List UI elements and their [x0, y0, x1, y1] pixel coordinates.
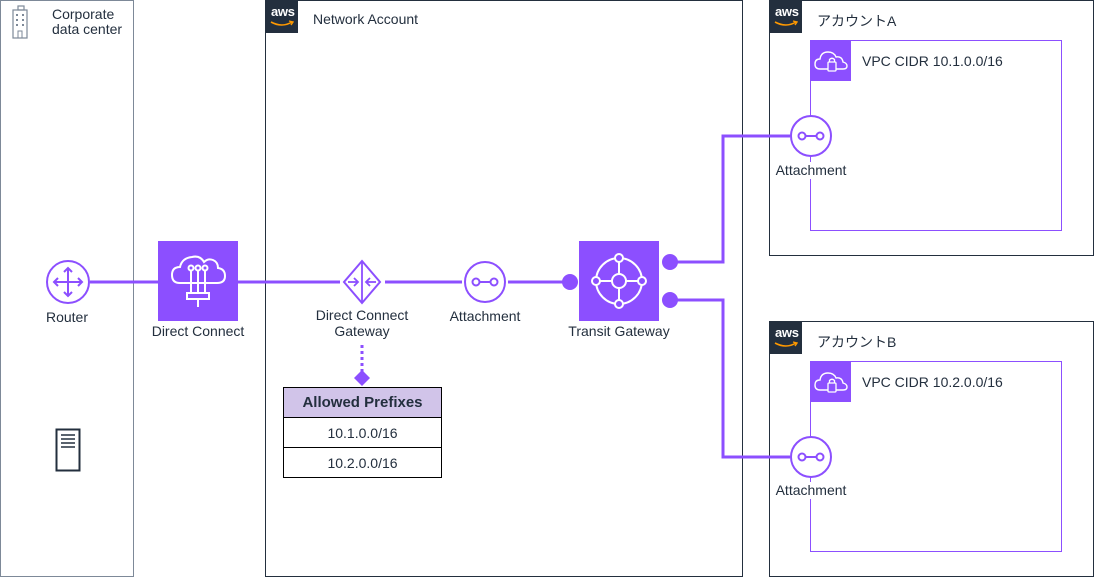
aws-badge-text: aws	[775, 325, 799, 340]
prefix-cell: 10.2.0.0/16	[283, 447, 442, 478]
vpc-cloud-lock-icon	[811, 362, 851, 402]
aws-badge-text: aws	[271, 4, 295, 19]
tgw-endpoint-left	[562, 274, 578, 290]
aws-logo-icon: aws	[770, 322, 802, 354]
transit-gateway-icon	[579, 241, 659, 321]
tgw-endpoint-a	[662, 254, 678, 270]
table-row: 10.1.0.0/16	[283, 417, 442, 448]
account-b-label: アカウントB	[817, 334, 897, 350]
server-icon	[55, 428, 81, 472]
transit-gateway-label: Transit Gateway	[568, 323, 670, 339]
aws-badge-text: aws	[775, 4, 799, 19]
dx-gateway-label-line1: Direct Connect	[315, 307, 409, 323]
router-label: Router	[45, 309, 89, 325]
router-icon	[46, 260, 90, 304]
dx-gateway-label-line2: Gateway	[334, 323, 390, 339]
aws-logo-icon: aws	[266, 1, 298, 33]
attachment-icon	[790, 115, 832, 157]
table-header-row: Allowed Prefixes	[283, 387, 442, 418]
attachment-b-label: Attachment	[775, 482, 847, 499]
account-a-label: アカウントA	[817, 13, 897, 29]
link-tgw-attachment-a	[670, 134, 790, 264]
prefix-cell: 10.1.0.0/16	[283, 417, 442, 448]
attachment-icon	[790, 436, 832, 478]
corporate-label-line1: Corporate	[52, 6, 115, 22]
allowed-prefixes-table: Allowed Prefixes 10.1.0.0/16 10.2.0.0/16	[283, 387, 442, 478]
direct-connect-icon	[158, 241, 238, 321]
attachment-a-label: Attachment	[775, 162, 847, 179]
network-account-label: Network Account	[313, 11, 419, 27]
table-row: 10.2.0.0/16	[283, 447, 442, 478]
vpc-b: VPC CIDR 10.2.0.0/16	[810, 361, 1062, 552]
vpc-b-label: VPC CIDR 10.2.0.0/16	[862, 374, 1003, 390]
attachment-icon	[464, 261, 506, 303]
corporate-data-center-group: Corporate data center	[0, 0, 134, 577]
vpc-a-label: VPC CIDR 10.1.0.0/16	[862, 53, 1003, 69]
vpc-cloud-lock-icon	[811, 41, 851, 81]
building-icon	[12, 5, 28, 39]
corporate-label-line2: data center	[52, 21, 123, 37]
allowed-prefixes-header: Allowed Prefixes	[283, 387, 442, 418]
link-tgw-attachment-b	[670, 298, 790, 459]
direct-connect-label: Direct Connect	[151, 323, 245, 339]
aws-logo-icon: aws	[770, 1, 802, 33]
network-account-group: aws Network Account	[265, 0, 743, 577]
tgw-endpoint-b	[662, 292, 678, 308]
direct-connect-gateway-icon	[342, 259, 382, 305]
attachment-center-label: Attachment	[449, 308, 521, 324]
association-diamond	[354, 370, 370, 386]
